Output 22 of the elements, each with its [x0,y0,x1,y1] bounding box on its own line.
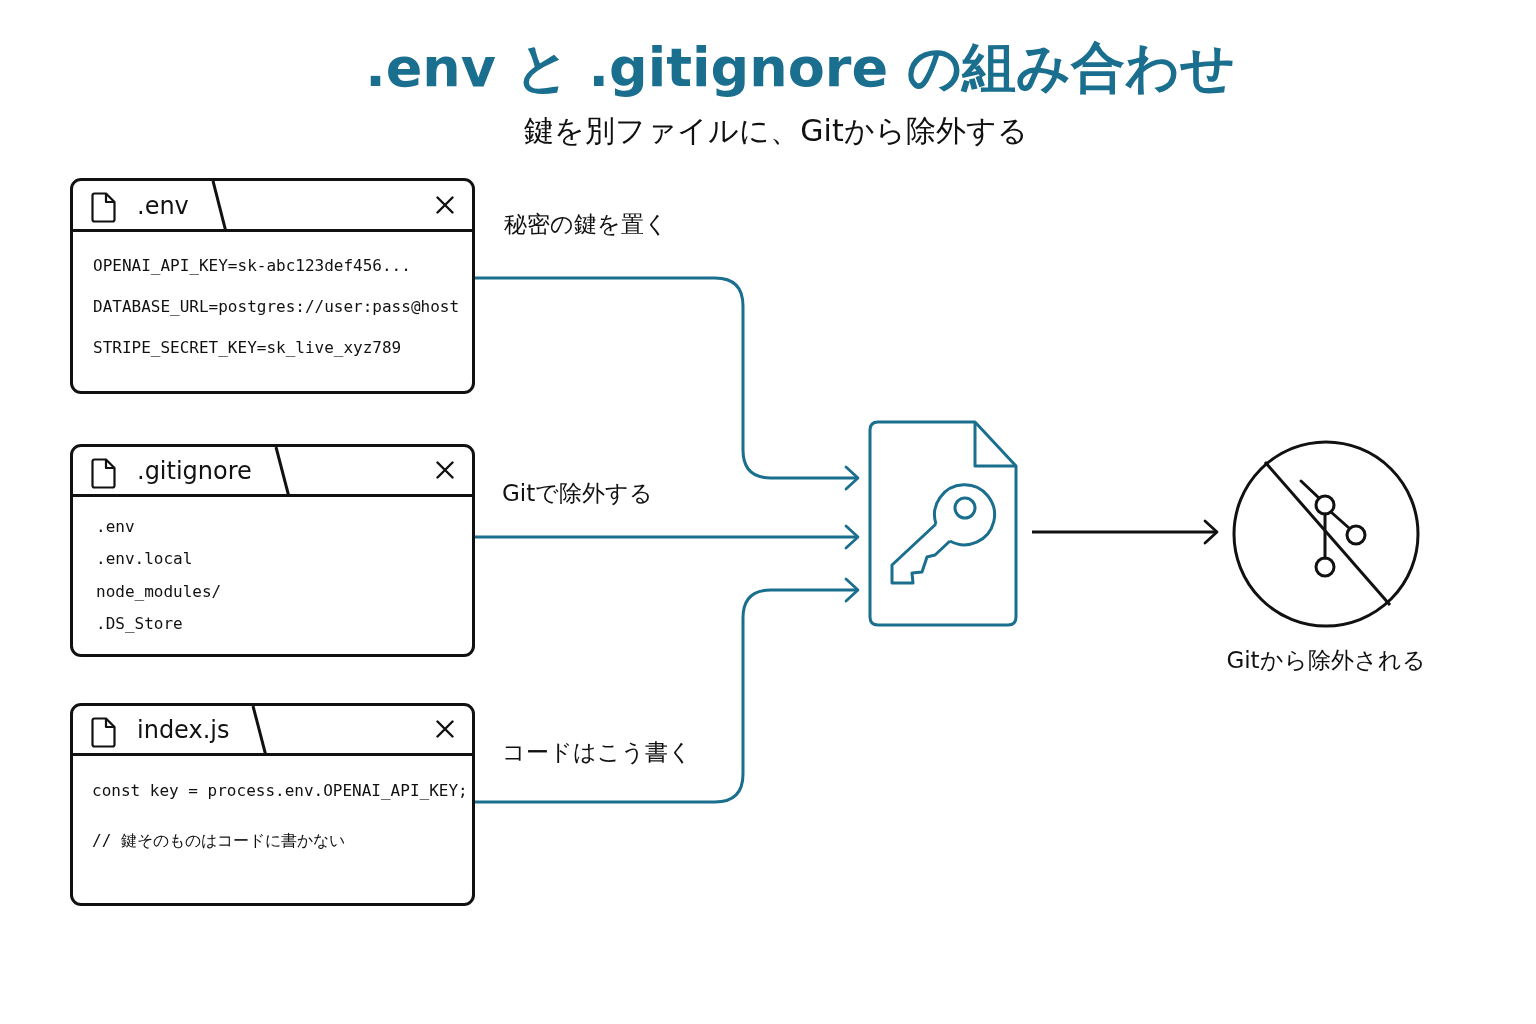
code-line: .env [96,516,135,538]
tab-title: .env [137,190,189,221]
editor-window [70,703,475,906]
code-line: // 鍵そのものはコードに書かない [92,830,345,852]
title: .env と .gitignore の組み合わせ [365,36,1235,100]
tab-title: .gitignore [137,456,252,486]
code-line: const key = process.env.OPENAI_API_KEY; [92,780,468,802]
node-label: Gitから除外される [1226,646,1426,675]
code-line: .DS_Store [96,612,183,635]
editor-window [70,444,475,657]
code-line: STRIPE_SECRET_KEY=sk_live_xyz789 [93,337,402,359]
arrow [1032,519,1219,545]
code-line: DATABASE_URL=postgres://user:pass@host [93,296,460,318]
code-line: .env.local [96,548,193,571]
arrow [475,276,860,491]
code-line: OPENAI_API_KEY=sk-abc123def456... [93,255,411,277]
tab-title: index.js [137,715,230,745]
arrow [475,577,860,804]
editor-window [70,178,475,394]
code-line: node_modules/ [96,580,222,603]
subtitle: 鍵を別ファイルに、Gitから除外する [524,112,1028,150]
arrow [475,524,860,550]
